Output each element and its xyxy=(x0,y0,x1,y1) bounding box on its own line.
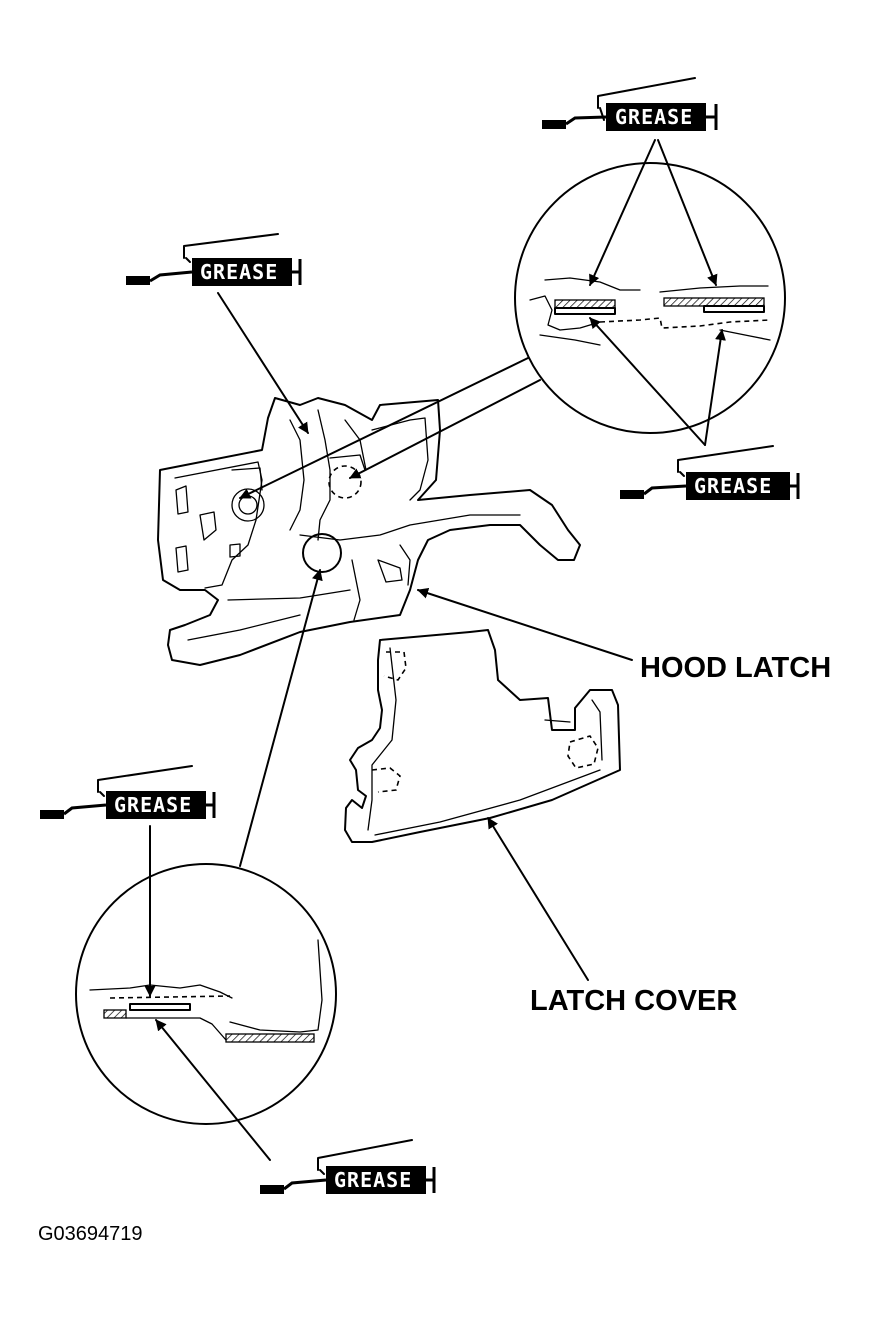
detail-circle-upper xyxy=(239,162,786,499)
grease-gun-bottom-left: GREASE xyxy=(40,765,216,819)
grease-label-bottom-left: GREASE xyxy=(114,793,192,817)
figure-code: G03694719 xyxy=(38,1223,143,1245)
latch-cover-label: LATCH COVER xyxy=(530,985,737,1017)
hood-latch-label: HOOD LATCH xyxy=(640,652,831,684)
grease-gun-right-lower: GREASE xyxy=(620,445,800,500)
grease-label-left: GREASE xyxy=(200,260,278,284)
grease-gun-bottom: GREASE xyxy=(260,1139,436,1194)
grease-label-bottom: GREASE xyxy=(334,1168,412,1192)
grease-label-top-right: GREASE xyxy=(615,105,693,129)
grease-gun-left: GREASE xyxy=(126,233,302,286)
grease-gun-top-right: GREASE xyxy=(542,77,718,131)
detail-circle-lower xyxy=(75,569,337,1125)
grease-label-right-lower: GREASE xyxy=(694,474,772,498)
hood-latch-part xyxy=(157,397,581,666)
latch-cover-part xyxy=(344,629,621,843)
